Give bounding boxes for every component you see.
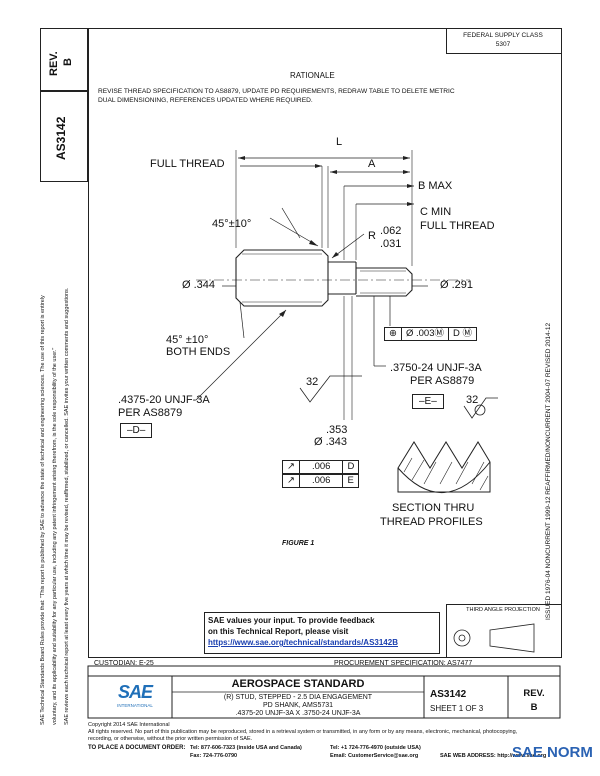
chamfer-both-angle: 45° ±10° [166,334,209,346]
tel-outside: Tel: +1 724-776-4970 (outside USA) [330,745,421,751]
position-value: Ø .003Ⓜ [402,328,449,340]
feedback-line-2: on this Technical Report, please visit [208,627,349,636]
sae-logo-subtext: INTERNATIONAL [117,703,153,708]
dia-291: Ø .291 [440,279,474,291]
figure-caption: FIGURE 1 [282,540,315,547]
rationale-title: RATIONALE [290,71,335,80]
full-thread-left: FULL THREAD [150,158,225,170]
radius-prefix: R [368,230,376,242]
rationale-line-2: DUAL DIMENSIONING, REFERENCES UPDATED WH… [98,97,313,104]
datum-D: –D– [120,423,153,438]
sae-logo: SAE INTERNATIONAL [110,682,160,714]
title-sheet: SHEET 1 OF 3 [430,704,484,713]
rationale-line-1: REVISE THREAD SPECIFICATION TO AS8879, U… [98,88,455,95]
runout-icon: ↗ [283,461,300,473]
title-doc-number: AS3142 [430,689,467,700]
position-datum: D Ⓜ [453,328,473,339]
chamfer-both-ends: BOTH ENDS [166,346,231,358]
custodian: CUSTODIAN: E-25 [94,660,154,667]
title-rev-label: REV. [523,688,545,699]
dia-343: Ø .343 [314,436,348,448]
feedback-line-1: SAE values your input. To provide feedba… [208,616,375,625]
dim-L: L [336,136,343,148]
radius-max: .062 [380,225,402,237]
full-thread-right: FULL THREAD [420,220,495,232]
thread-right-spec: .3750-24 UNJF-3A [390,362,482,374]
position-tolerance-frame: ⊕ Ø .003Ⓜ D Ⓜ [384,327,478,341]
rights-line-1: All rights reserved. No part of this pub… [88,729,518,735]
fed-supply-class: FEDERAL SUPPLY CLASS [463,32,543,39]
procurement-spec: PROCUREMENT SPECIFICATION: AS7477 [334,660,473,667]
fed-supply-class-number: 5307 [495,41,511,48]
drawing-frame [88,28,562,658]
tel-inside: Tel: 877-606-7323 (inside USA and Canada… [190,745,302,751]
left-doc-box [40,90,88,182]
order-label: TO PLACE A DOCUMENT ORDER: [88,745,186,751]
position-icon: ⊕ [385,328,402,340]
b-max: B MAX [418,180,453,192]
radius-min: .031 [380,238,402,250]
fax: Fax: 724-776-0790 [190,753,238,759]
left-rev-box [40,28,88,92]
section-label-1: SECTION THRU [392,502,475,514]
web-address: SAE WEB ADDRESS: http://www.sae.org [440,753,547,759]
runout-value-E: .006 [300,475,344,487]
email: Email: CustomerService@sae.org [330,753,419,759]
rights-line-2: recording, or otherwise, without the pri… [88,736,253,742]
feedback-box [204,612,440,654]
runout-frame-E: ↗ .006 E [282,474,359,488]
watermark: SAE NORM [512,744,593,761]
datum-E: –E– [412,394,444,409]
c-min: C MIN [420,206,452,218]
feedback-link[interactable]: https://www.sae.org/technical/standards/… [208,638,398,647]
dia-344: Ø .344 [182,279,216,291]
fed-supply-class-box [446,28,562,54]
runout-datum-D: D [347,461,355,472]
runout-icon: ↗ [283,475,300,487]
dim-A: A [368,158,376,170]
aerospace-standard: AEROSPACE STANDARD [231,678,365,690]
projection-box [446,604,562,658]
projection-label: THIRD ANGLE PROJECTION [466,607,540,613]
title-desc-3: .4375-20 UNJF-3A X .3750-24 UNJF-3A [235,710,361,717]
chamfer-angle: 45°±10° [212,218,252,230]
thread-left-ref: PER AS8879 [118,407,183,419]
thread-right-ref: PER AS8879 [410,375,475,387]
copyright: Copyright 2014 SAE International [88,722,170,728]
runout-value-D: .006 [300,461,344,473]
dia-353: .353 [326,424,348,436]
finish-32-left: 32 [306,376,319,388]
runout-frame-D: ↗ .006 D [282,460,360,474]
finish-32-right: 32 [466,394,479,406]
section-label-2: THREAD PROFILES [380,516,483,528]
thread-left-spec: .4375-20 UNJF-3A [118,394,210,406]
title-desc-2: PD SHANK, AMS5731 [262,702,334,709]
title-desc-1: (R) STUD, STEPPED - 2.5 DIA ENGAGEMENT [223,694,373,701]
sae-logo-mark: SAE [117,682,153,702]
runout-datum-E: E [347,475,354,486]
title-rev-letter: B [530,702,538,713]
